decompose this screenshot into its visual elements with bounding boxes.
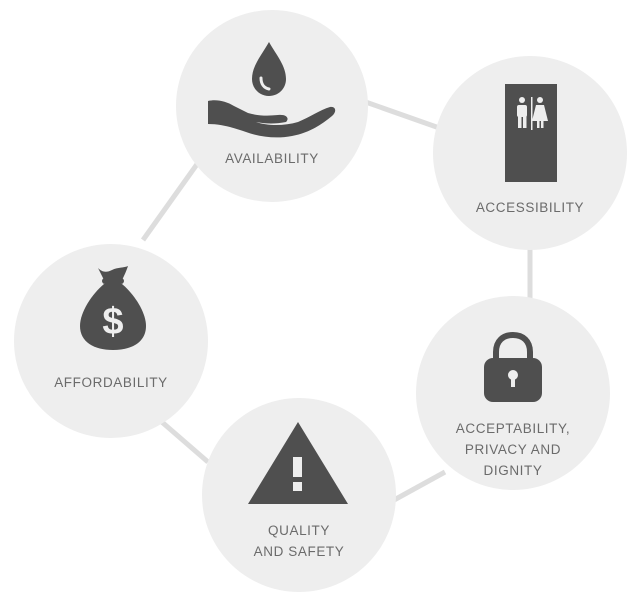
warning-triangle-icon (248, 422, 348, 504)
acceptability-label-line-3: DIGNITY (483, 463, 543, 478)
connector-availability-accessibility (359, 97, 446, 133)
restroom-door-icon (505, 84, 557, 182)
acceptability-label-line-1: ACCEPTABILITY, (455, 421, 571, 436)
connector-affordability-availability (140, 158, 203, 242)
padlock-icon (484, 332, 542, 402)
availability-label: AVAILABILITY (176, 148, 368, 169)
money-bag-icon: $ (80, 266, 146, 350)
accessibility-node: ACCESSIBILITY (433, 56, 627, 250)
quality-label-line-1: QUALITY (268, 523, 330, 538)
acceptability-label-line-2: PRIVACY AND (464, 442, 562, 457)
affordability-label: AFFORDABILITY (14, 372, 208, 393)
quality-label-line-2: AND SAFETY (253, 544, 345, 559)
availability-label-line: AVAILABILITY (225, 151, 319, 166)
affordability-label-line: AFFORDABILITY (54, 375, 168, 390)
water-drop-hand-icon (208, 42, 336, 138)
availability-node: AVAILABILITY (176, 10, 368, 202)
svg-text:$: $ (102, 301, 123, 343)
acceptability-label: ACCEPTABILITY, PRIVACY AND DIGNITY (416, 418, 610, 481)
acceptability-node: ACCEPTABILITY, PRIVACY AND DIGNITY (416, 296, 610, 490)
affordability-node: $ AFFORDABILITY (14, 244, 208, 438)
accessibility-label-line: ACCESSIBILITY (475, 200, 585, 215)
accessibility-label: ACCESSIBILITY (433, 197, 627, 218)
quality-node: QUALITY AND SAFETY (202, 398, 396, 592)
quality-label: QUALITY AND SAFETY (202, 520, 396, 562)
